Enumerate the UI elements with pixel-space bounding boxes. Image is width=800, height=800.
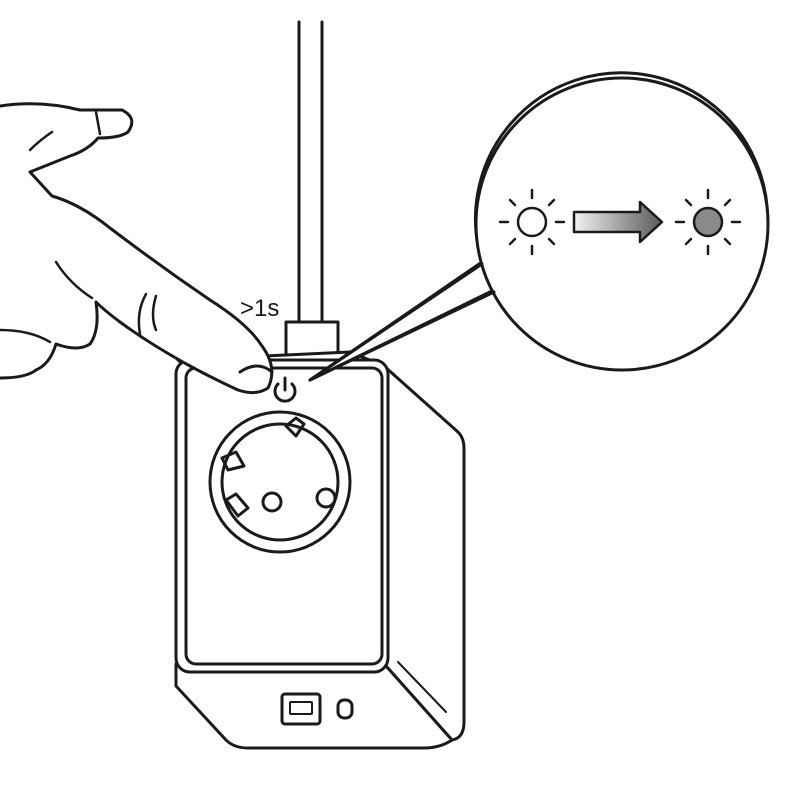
power-icon[interactable] bbox=[273, 376, 297, 403]
usb-ports bbox=[280, 692, 354, 726]
light-off-icon bbox=[674, 188, 742, 256]
light-on-icon bbox=[498, 188, 566, 256]
usb-c-port bbox=[336, 698, 354, 720]
arrow-right-icon bbox=[572, 200, 664, 244]
usb-a-port bbox=[280, 692, 322, 726]
socket-outlet bbox=[208, 410, 352, 554]
pin-hole-left bbox=[261, 491, 283, 513]
pin-hole-right bbox=[315, 487, 337, 509]
pointing-hand bbox=[0, 102, 274, 395]
smart-plug-body bbox=[174, 350, 466, 750]
power-cable bbox=[284, 20, 340, 358]
press-duration-label: >1s bbox=[240, 295, 279, 322]
